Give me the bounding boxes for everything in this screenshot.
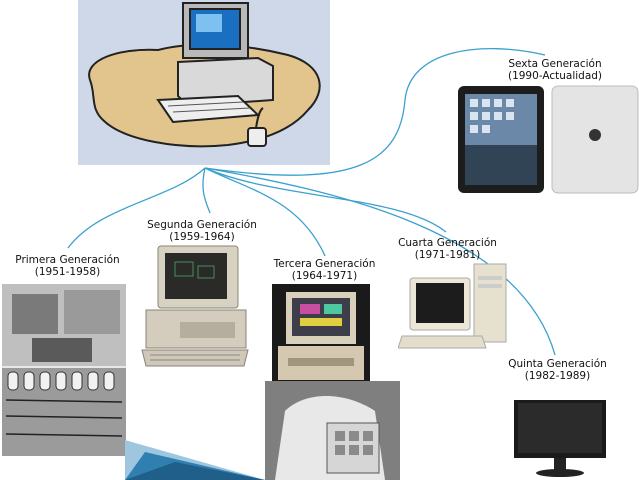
- microprocessor-pc-photo: [398, 262, 516, 352]
- quinta-years: (1982-1989): [524, 370, 591, 382]
- cuarta-years: (1971-1981): [414, 249, 481, 261]
- quinta-generacion-label: Quinta Generación (1982-1989): [495, 358, 620, 382]
- sexta-title: Sexta Generación: [508, 58, 602, 70]
- chip-in-hand-photo: [265, 381, 400, 480]
- sexta-years: (1990-Actualidad): [507, 70, 603, 82]
- connector-segunda: [202, 167, 211, 214]
- connector-quinta: [204, 167, 556, 356]
- connector-cuarta: [204, 167, 447, 233]
- cuarta-title: Cuarta Generación: [398, 237, 497, 249]
- segunda-generacion-label: Segunda Generación (1959-1964): [137, 219, 267, 243]
- lcd-monitor-photo: [512, 398, 608, 478]
- corner-accent-decoration: [125, 430, 265, 480]
- hub-computer-illustration: [78, 0, 330, 165]
- quinta-title: Quinta Generación: [508, 358, 607, 370]
- connector-tercera: [204, 167, 326, 257]
- connector-sexta: [204, 47, 546, 176]
- primera-generacion-label: Primera Generación (1951-1958): [5, 254, 130, 278]
- tercera-generacion-label: Tercera Generación (1964-1971): [262, 258, 387, 282]
- primera-title: Primera Generación: [15, 254, 120, 266]
- tercera-years: (1964-1971): [291, 270, 358, 282]
- cuarta-generacion-label: Cuarta Generación (1971-1981): [385, 237, 510, 261]
- segunda-years: (1959-1964): [169, 231, 235, 243]
- sexta-generacion-label: Sexta Generación (1990-Actualidad): [480, 58, 630, 82]
- ic-computer-photo: [272, 284, 370, 384]
- primera-years: (1951-1958): [34, 266, 101, 278]
- transistor-computer-photo: [140, 244, 250, 370]
- tablet-photo: [455, 85, 639, 195]
- connector-primera: [67, 167, 206, 249]
- segunda-title: Segunda Generación: [147, 219, 257, 231]
- vacuum-tube-computer-photo: [2, 284, 126, 456]
- tercera-title: Tercera Generación: [273, 258, 376, 270]
